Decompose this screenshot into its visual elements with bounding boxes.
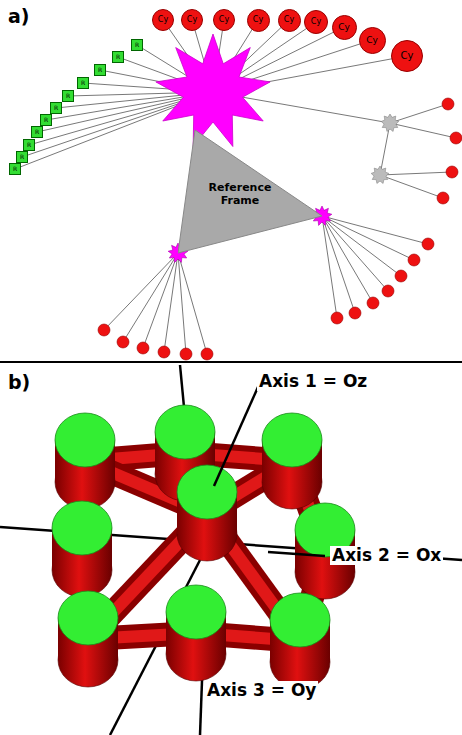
r-square: R: [23, 139, 35, 151]
axis-line: [214, 378, 262, 486]
link-line: [390, 123, 456, 138]
separator-line: [0, 361, 462, 363]
red-circle: [446, 166, 458, 178]
cy-circle: Cy: [278, 9, 301, 32]
axis-label: Axis 3 = Oy: [205, 681, 318, 700]
red-circle: [442, 98, 454, 110]
r-label: R: [98, 67, 102, 73]
hub-star: [156, 34, 270, 147]
link-line: [322, 216, 337, 318]
cy-circle: Cy: [359, 27, 386, 54]
network-lines: [15, 20, 456, 354]
cy-label: Cy: [284, 16, 294, 24]
grey-star: [381, 114, 399, 131]
r-label: R: [35, 129, 39, 135]
r-square: R: [40, 114, 52, 126]
grey-star: [371, 166, 389, 183]
axis-label: Axis 2 = Ox: [330, 546, 443, 565]
cy-label: Cy: [187, 16, 197, 24]
red-circle: [395, 270, 407, 282]
cy-circle: Cy: [391, 40, 423, 72]
cy-circle: Cy: [332, 15, 357, 40]
red-circle: [158, 346, 170, 358]
r-square: R: [16, 151, 28, 163]
r-label: R: [13, 166, 17, 172]
cy-label: Cy: [311, 18, 321, 26]
r-label: R: [81, 80, 85, 86]
link-line: [104, 253, 178, 330]
link-line: [322, 216, 428, 244]
panel-label: b): [8, 372, 30, 393]
red-circle: [437, 192, 449, 204]
axis-lines-front: [214, 378, 325, 556]
link-line: [380, 172, 452, 175]
link-line: [322, 216, 388, 291]
link-line: [380, 123, 390, 175]
red-circle: [349, 307, 361, 319]
frame-label: Reference Frame: [202, 182, 278, 207]
r-square: R: [77, 77, 89, 89]
link-line: [322, 216, 414, 260]
cy-circle: Cy: [213, 9, 235, 31]
cy-label: Cy: [338, 23, 350, 32]
red-circle: [201, 348, 213, 360]
panel-label: a): [8, 6, 30, 27]
reference-frame-triangle: Reference Frame: [178, 128, 324, 255]
red-circle: [367, 297, 379, 309]
cylinder: [55, 413, 115, 509]
link-line: [322, 216, 373, 303]
red-circle: [331, 312, 343, 324]
cy-circle: Cy: [181, 9, 203, 31]
r-label: R: [116, 54, 120, 60]
r-square: R: [31, 126, 43, 138]
r-square: R: [94, 64, 106, 76]
red-circle: [180, 348, 192, 360]
cy-label: Cy: [366, 36, 378, 45]
red-circle: [137, 342, 149, 354]
cylinder: [58, 591, 118, 687]
red-circle: [408, 254, 420, 266]
link-line: [178, 253, 207, 354]
axis-line: [268, 552, 325, 556]
red-circle: [117, 336, 129, 348]
cy-label: Cy: [219, 16, 229, 24]
r-label: R: [20, 154, 24, 160]
cy-circle: Cy: [304, 10, 328, 34]
network-shapes: [98, 34, 462, 360]
cube-model: [52, 405, 355, 689]
r-label: R: [135, 42, 139, 48]
r-label: R: [66, 93, 70, 99]
cy-label: Cy: [401, 51, 414, 61]
cylinder: [52, 501, 112, 597]
cylinder: [177, 465, 237, 561]
r-square: R: [62, 90, 74, 102]
cy-label: Cy: [158, 16, 168, 24]
link-line: [143, 253, 178, 348]
red-circle: [422, 238, 434, 250]
cylinder: [166, 585, 226, 681]
cylinder: [270, 593, 330, 689]
r-square: R: [9, 163, 21, 175]
cy-label: Cy: [253, 16, 263, 24]
axis-label: Axis 1 = Oz: [257, 372, 369, 391]
r-square: R: [112, 51, 124, 63]
link-line: [390, 104, 448, 123]
axis-lines: [0, 365, 462, 735]
link-line: [322, 216, 401, 276]
cy-circle: Cy: [152, 9, 174, 31]
r-square: R: [131, 39, 143, 51]
link-line: [380, 175, 443, 198]
r-label: R: [44, 117, 48, 123]
red-circle: [382, 285, 394, 297]
r-label: R: [27, 142, 31, 148]
red-circle: [98, 324, 110, 336]
link-line: [164, 253, 178, 352]
cy-circle: Cy: [247, 9, 270, 32]
r-label: R: [54, 105, 58, 111]
red-circle: [450, 132, 462, 144]
r-square: R: [50, 102, 62, 114]
cylinder: [262, 413, 322, 509]
